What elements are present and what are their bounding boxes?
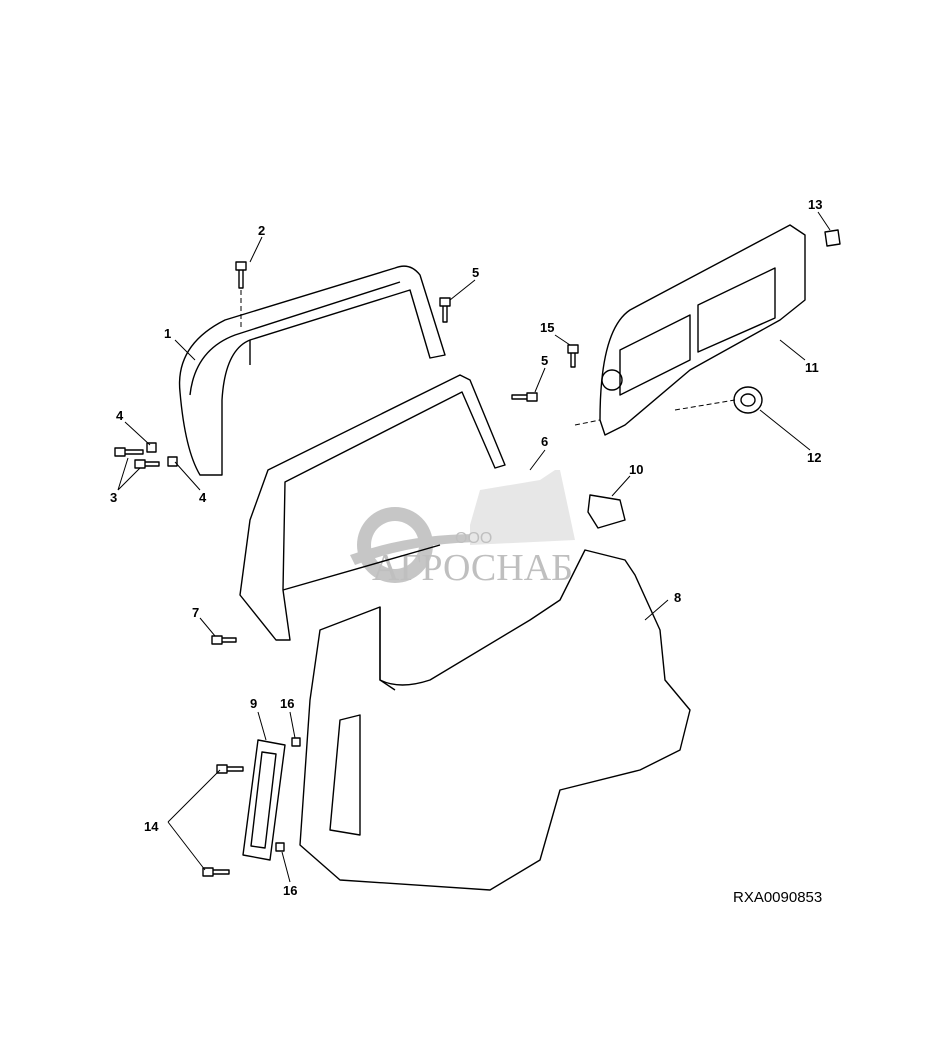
callout-11: 11 [805, 360, 819, 375]
fasteners [114, 261, 579, 877]
watermark-combine-icon [470, 470, 575, 545]
part-11-dash-panel [599, 224, 806, 436]
watermark-brand: АГРОСНАБ [372, 547, 573, 589]
callout-8: 8 [674, 590, 681, 605]
callout-1: 1 [164, 326, 171, 341]
callout-13: 13 [808, 197, 822, 212]
reference-code: RXA0090853 [733, 889, 822, 906]
callout-9: 9 [250, 696, 257, 711]
part-10-bracket [587, 494, 626, 529]
callout-5: 5 [472, 265, 479, 280]
callout-2: 2 [258, 223, 265, 238]
part-8-console [299, 549, 691, 891]
callout-5: 5 [541, 353, 548, 368]
part-1-upper-shroud [178, 265, 446, 476]
callout-14: 14 [144, 819, 159, 834]
assembly-line [574, 399, 736, 426]
part-9-cover [242, 739, 286, 861]
callout-4: 4 [199, 490, 207, 505]
callout-7: 7 [192, 605, 199, 620]
callout-15: 15 [540, 320, 554, 335]
watermark-prefix: ООО [455, 530, 492, 547]
callout-12: 12 [807, 450, 821, 465]
part-6-frame [239, 374, 506, 641]
leader-lines [117, 211, 831, 883]
callout-3: 3 [110, 490, 117, 505]
watermark-logo: ООО АГРОСНАБ [350, 470, 575, 589]
callout-4: 4 [116, 408, 124, 423]
callout-6: 6 [541, 434, 548, 449]
part-12-knob [733, 386, 763, 414]
callouts: 1 2 3 4 4 5 5 6 7 8 9 10 11 12 13 14 15 … [110, 197, 822, 898]
part-13-cap [824, 229, 841, 247]
callout-16: 16 [280, 696, 294, 711]
callout-10: 10 [629, 462, 643, 477]
callout-16: 16 [283, 883, 297, 898]
